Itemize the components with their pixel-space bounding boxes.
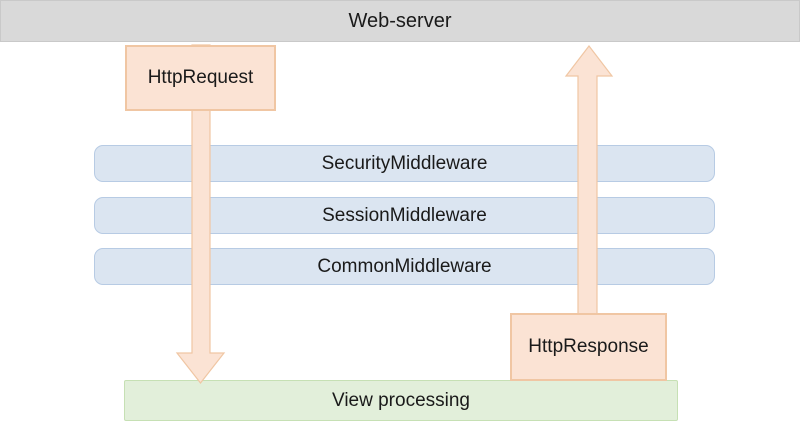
http-request-label: HttpRequest (147, 67, 254, 88)
common-middleware-label: CommonMiddleware (317, 255, 492, 277)
web-server-box: Web-server (0, 0, 800, 42)
http-response-label-box: HttpResponse (510, 313, 667, 381)
http-response-label: HttpResponse (528, 336, 649, 357)
http-request-label-box: HttpRequest (125, 45, 276, 111)
view-processing-box: View processing (124, 380, 678, 421)
session-middleware-label: SessionMiddleware (322, 204, 487, 226)
view-processing-label: View processing (331, 389, 470, 411)
security-middleware-label: SecurityMiddleware (321, 152, 488, 174)
web-server-label: Web-server (348, 9, 452, 32)
